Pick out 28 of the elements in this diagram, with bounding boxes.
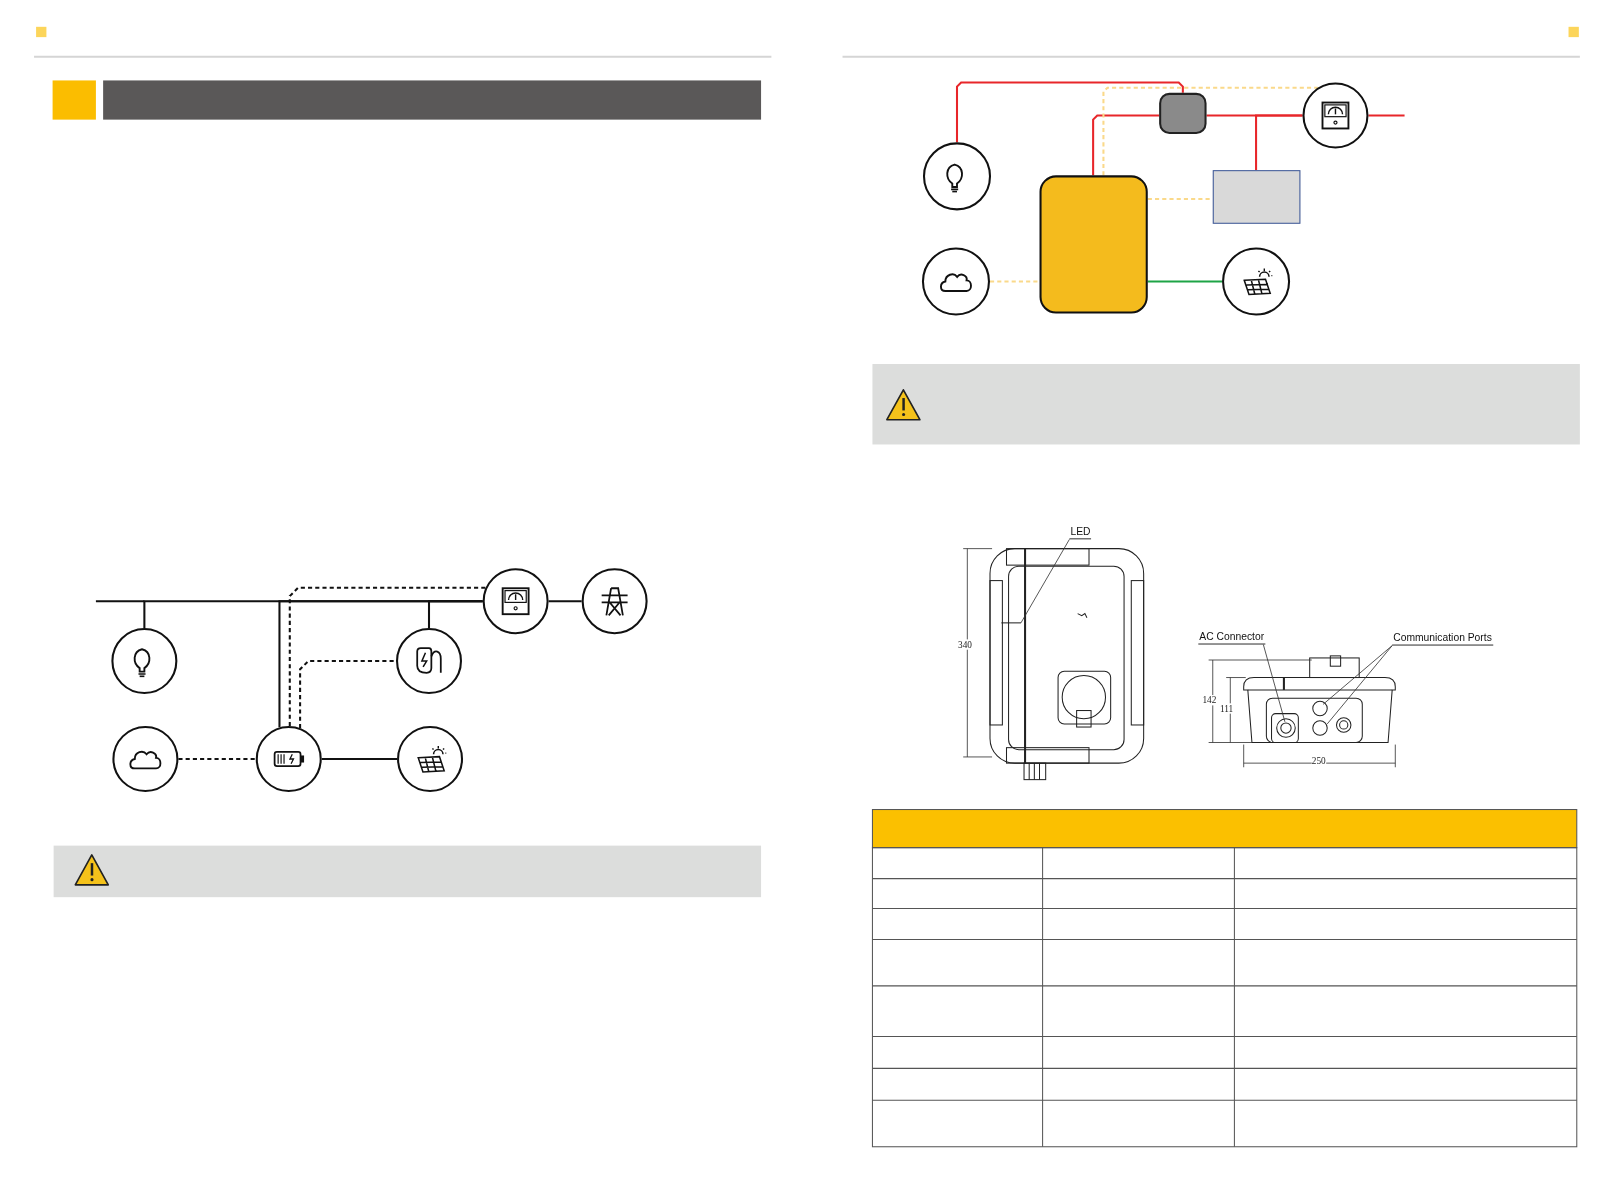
part-label: LED	[1069, 525, 1092, 540]
leader-line	[1020, 538, 1070, 624]
dimension-value: 250	[1311, 755, 1326, 767]
connector-line	[299, 660, 396, 728]
connector-line	[1092, 114, 1160, 176]
device-box	[1212, 170, 1301, 224]
dimension-value: 340	[958, 639, 972, 650]
part-label: AC Connector	[1198, 631, 1266, 645]
connector-line	[288, 586, 486, 726]
connector-line	[1368, 114, 1405, 117]
connector-line	[1147, 198, 1213, 201]
inverter-box	[1039, 175, 1148, 314]
dimension-value: 111	[1219, 703, 1234, 714]
part-label: Communication Ports	[1392, 632, 1493, 646]
connector-line	[321, 757, 398, 761]
connector-line	[1255, 114, 1303, 171]
connector-line	[178, 757, 256, 761]
leader-line	[1326, 645, 1393, 725]
leader-line	[1322, 645, 1393, 705]
connector-line	[955, 81, 1184, 143]
dimension-value: 142	[1202, 695, 1217, 706]
connector-line	[1102, 86, 1318, 176]
connector-line	[427, 600, 483, 629]
connector-line	[990, 280, 1040, 283]
junction-box	[1159, 92, 1207, 135]
connector-line	[1147, 280, 1223, 283]
leader-line	[1262, 644, 1286, 723]
connector-line	[548, 600, 582, 603]
